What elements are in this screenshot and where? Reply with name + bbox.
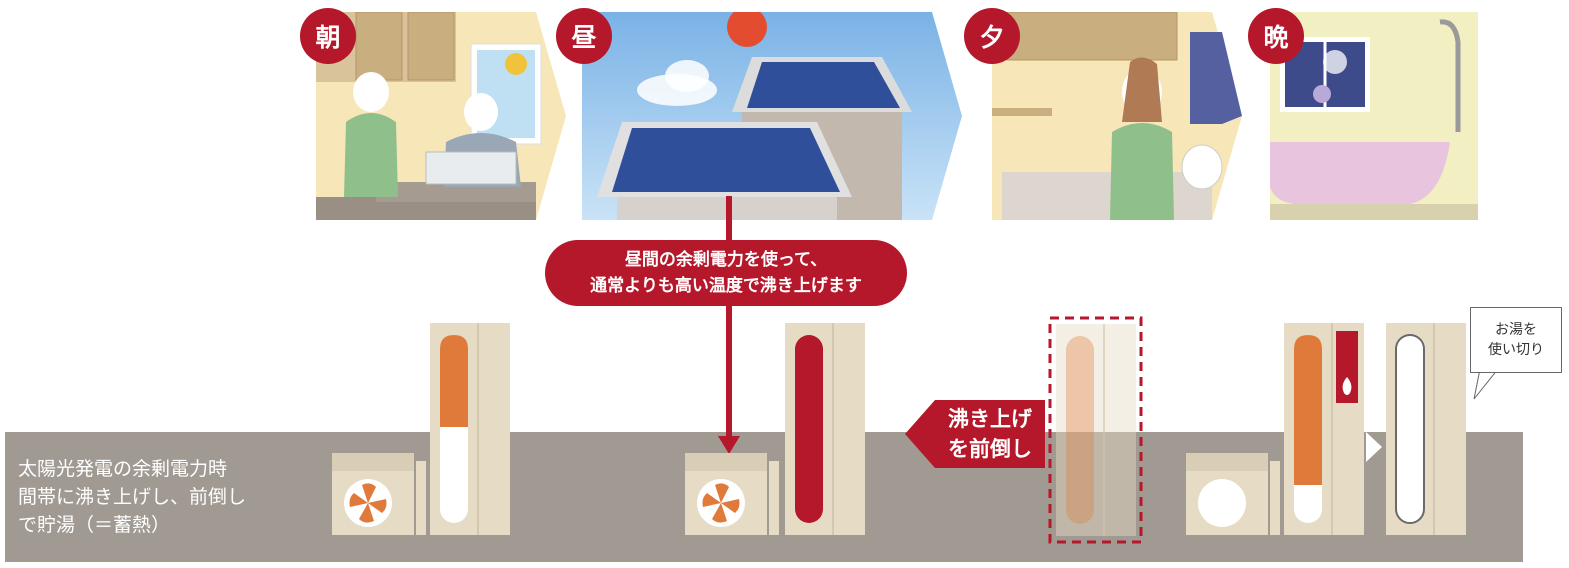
fan-icon xyxy=(344,479,392,527)
band-line-3: で貯湯（＝蓄熱） xyxy=(18,514,171,536)
heatpump-unit-morning xyxy=(332,453,426,535)
scene-noon xyxy=(582,12,962,220)
sun-icon xyxy=(727,12,767,47)
advance-line-2: を前倒し xyxy=(948,437,1032,461)
callout-line-2: 通常よりも高い温度で沸き上げます xyxy=(590,276,862,296)
connector-arrow xyxy=(718,196,740,454)
band-line-1: 太陽光発電の余剰電力時 xyxy=(18,458,228,480)
used-up-bubble: お湯を 使い切り xyxy=(1470,307,1562,373)
badge-noon: 昼 xyxy=(556,8,612,64)
advance-arrow xyxy=(905,400,1045,468)
scene-morning xyxy=(316,12,566,220)
tank-morning xyxy=(430,323,510,535)
heatpump-unit-noon xyxy=(685,453,779,535)
flame-icon xyxy=(1336,331,1358,403)
sun-icon xyxy=(505,53,527,75)
bubble-line-2: 使い切り xyxy=(1488,342,1544,358)
callout-line-1: 昼間の余剰電力を使って、 xyxy=(624,250,828,270)
surplus-callout: 昼間の余剰電力を使って、 通常よりも高い温度で沸き上げます xyxy=(545,240,907,306)
badge-morning: 朝 xyxy=(300,8,356,64)
solar-panel-icon xyxy=(597,57,912,197)
badge-evening: 夕 xyxy=(964,8,1020,64)
transition-arrow xyxy=(1366,432,1382,462)
advance-label: 沸き上げ を前倒し xyxy=(935,400,1045,468)
tank-night-after xyxy=(1386,323,1466,535)
advance-line-1: 沸き上げ xyxy=(948,407,1032,431)
tank-night-before xyxy=(1284,323,1364,535)
band-line-2: 間帯に沸き上げし、前倒し xyxy=(18,486,247,508)
scene-evening xyxy=(992,12,1242,220)
tank-evening-faded xyxy=(1048,316,1143,544)
band-description: 太陽光発電の余剰電力時 間帯に沸き上げし、前倒し で貯湯（＝蓄熱） xyxy=(18,455,318,539)
scene-night xyxy=(1270,12,1478,220)
badge-night: 晩 xyxy=(1248,8,1304,64)
bubble-tail xyxy=(1473,369,1499,400)
heatpump-unit-night xyxy=(1186,453,1280,535)
fan-icon xyxy=(697,479,745,527)
bubble-line-1: お湯を xyxy=(1495,322,1537,338)
cloud-icon xyxy=(637,60,717,106)
tank-noon xyxy=(785,323,865,535)
